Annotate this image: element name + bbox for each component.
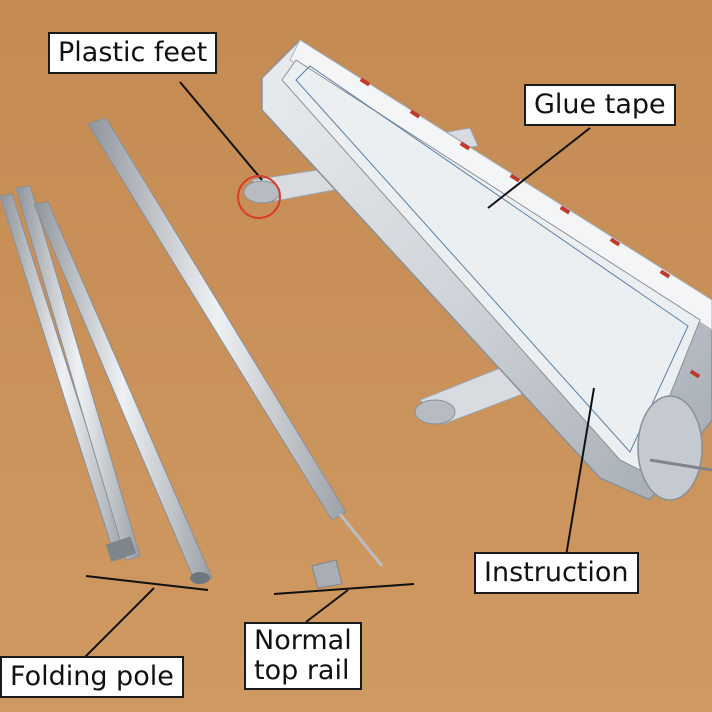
highlight-circle bbox=[237, 175, 281, 219]
label-instruction: Instruction bbox=[474, 552, 639, 594]
label-plastic-feet: Plastic feet bbox=[48, 32, 218, 74]
tape-marks bbox=[359, 77, 701, 379]
label-glue-tape: Glue tape bbox=[524, 84, 676, 126]
label-top-rail-line2: top rail bbox=[254, 655, 350, 686]
leader-lines bbox=[81, 81, 595, 661]
rollup-base-body bbox=[261, 39, 712, 501]
label-top-rail-line1: Normal bbox=[254, 625, 352, 656]
top-rail bbox=[87, 117, 384, 589]
label-folding-pole: Folding pole bbox=[0, 656, 184, 698]
label-normal-top-rail: Normal top rail bbox=[244, 622, 362, 690]
folding-poles bbox=[0, 185, 213, 585]
